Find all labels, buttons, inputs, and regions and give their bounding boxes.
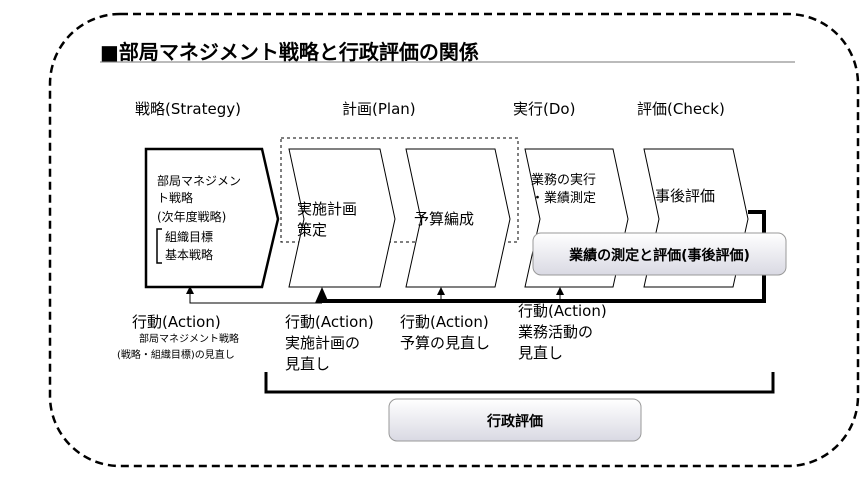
admin-eval-pill — [388, 398, 642, 442]
action-strategy-title: 行動(Action) — [132, 313, 221, 331]
strategy-box-line: 組織目標 — [165, 230, 214, 244]
strategy-box-line: 部局マネジメン — [157, 174, 242, 188]
action-strategy-line: 部局マネジメント戦略 — [139, 334, 239, 345]
action-plan1-line: 見直し — [285, 355, 331, 373]
strategy-chevron — [144, 147, 280, 289]
plan2-box-label: 予算編成 — [414, 210, 475, 228]
plan1-box-line: 実施計画 — [297, 200, 358, 218]
check-box-label: 事後評価 — [655, 187, 716, 205]
strategy-bracket — [156, 228, 162, 264]
measurement-pill-label: 業績の測定と評価(事後評価) — [569, 248, 750, 264]
phase-strategy-label: 戦略(Strategy) — [135, 100, 241, 118]
admin-eval-bracket — [264, 372, 775, 394]
phase-do-label: 実行(Do) — [513, 100, 576, 118]
action-plan1-title: 行動(Action) — [285, 313, 374, 331]
plan2-chevron — [405, 148, 511, 288]
action-do-line: 見直し — [518, 344, 564, 362]
action-plan2-title: 行動(Action) — [400, 313, 489, 331]
admin-eval-pill-label: 行政評価 — [487, 414, 543, 430]
feedback-arrowhead — [315, 287, 329, 303]
action-do-line: 業務活動の — [518, 323, 594, 341]
arrow-to-strategy — [186, 286, 322, 304]
page-title: ■部局マネジメント戦略と行政評価の関係 — [100, 40, 479, 64]
strategy-box-line: ト戦略 — [157, 191, 194, 205]
phase-plan-label: 計画(Plan) — [342, 100, 416, 118]
strategy-box-line: 基本戦略 — [165, 248, 214, 262]
phase-check-label: 評価(Check) — [637, 100, 725, 118]
strategy-box-line: (次年度戦略) — [157, 210, 227, 224]
outer-frame — [48, 12, 860, 468]
plan-group-box — [280, 137, 519, 243]
plan1-box-line: 策定 — [297, 221, 328, 239]
plan1-chevron — [288, 148, 396, 288]
do-box-line: 業務の実行 — [531, 173, 597, 188]
measurement-pill — [532, 232, 787, 276]
do-box-line: ・業績測定 — [531, 191, 597, 206]
action-plan1-line: 実施計画の — [285, 334, 361, 352]
action-plan2-line: 予算の見直し — [400, 334, 491, 352]
action-do-title: 行動(Action) — [518, 302, 607, 320]
action-strategy-line: (戦略・組織目標)の見直し — [117, 350, 235, 361]
